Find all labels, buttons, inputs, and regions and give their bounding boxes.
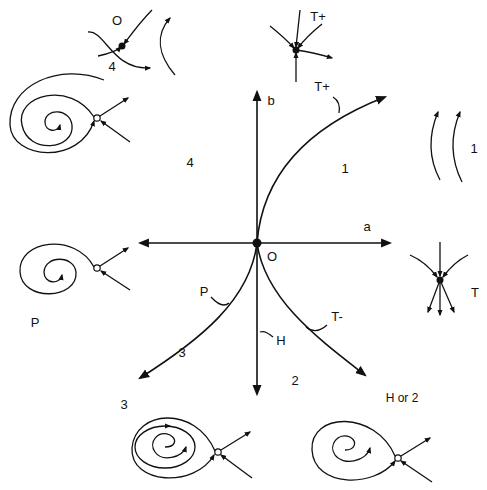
phase-portrait	[410, 242, 468, 315]
curve-label: H	[274, 333, 287, 348]
curve-label: 4	[106, 59, 117, 74]
phase-portrait	[431, 112, 462, 182]
curve-label: P	[29, 315, 42, 330]
curve-label: T+	[308, 9, 328, 24]
phase-portrait	[10, 74, 130, 153]
curve-label: P	[198, 284, 211, 299]
curve-label: a	[361, 219, 372, 234]
curve-label: T	[469, 285, 481, 300]
curve-label: 3	[176, 345, 187, 360]
curve-label: T-	[329, 309, 345, 324]
axes	[140, 92, 390, 394]
bifurcation-curves	[140, 97, 385, 378]
curve-label: 4	[184, 155, 195, 170]
curve-label: H or 2	[384, 391, 421, 405]
curve-label: 1	[339, 161, 350, 176]
phase-portrait	[20, 244, 130, 294]
leader-lines	[211, 97, 339, 337]
curve-label: 2	[289, 373, 300, 388]
phase-portrait	[88, 10, 175, 75]
curve-label: b	[265, 93, 276, 108]
phase-portrait	[132, 418, 252, 478]
curve-label: 3	[118, 397, 129, 412]
curve-label: O	[110, 13, 124, 28]
phase-portrait	[312, 421, 432, 482]
curve-label: O	[265, 249, 279, 264]
curve-label: 1	[468, 141, 479, 156]
curve-label: T+	[312, 79, 332, 94]
